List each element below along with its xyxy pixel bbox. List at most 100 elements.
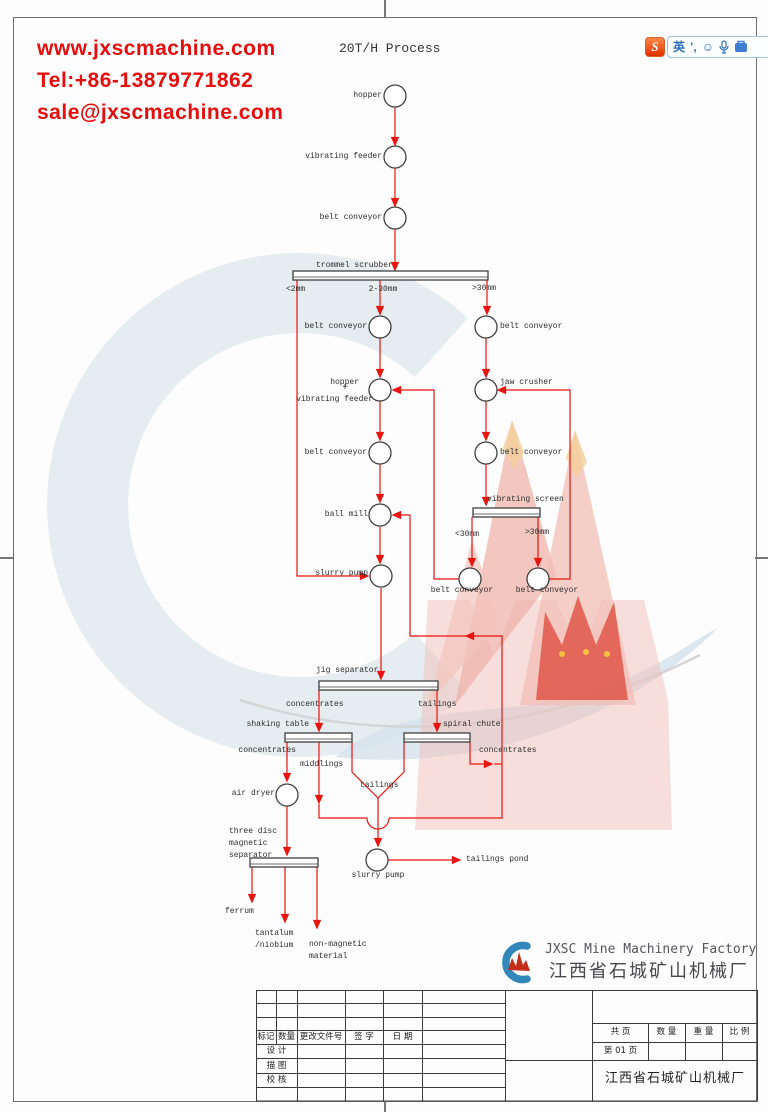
crown-dot <box>583 649 589 655</box>
label-vibrating-feeder2: vibrating feeder <box>296 395 373 404</box>
microphone-icon[interactable] <box>719 39 729 55</box>
tb-change-doc: 更改文件号 <box>299 1032 343 1042</box>
label-ferrum: ferrum <box>225 907 254 916</box>
jxsc-logo-icon <box>502 941 531 984</box>
flow-spiral-conc <box>469 742 494 769</box>
watermark-c-ring <box>47 253 469 758</box>
label-trommel-scrubber: trommel scrubber <box>316 261 393 270</box>
label-concentrates: concentrates <box>238 746 296 755</box>
ime-language-toggle[interactable]: 英 <box>673 40 686 54</box>
label-magnetic: magnetic <box>229 839 268 848</box>
tb-weight: 重 量 <box>693 1027 714 1037</box>
toolbox-icon[interactable] <box>734 40 748 54</box>
flow-lt2mm-to-slurry <box>296 280 370 581</box>
crown-dot <box>559 651 565 657</box>
crown-dot <box>604 651 610 657</box>
jaw-crusher-node <box>474 378 498 402</box>
label-shaking-table: shaking table <box>246 720 309 729</box>
belt-conveyor-node <box>458 567 482 591</box>
contact-info: www.jxscmachine.com Tel:+86-13879771862 … <box>37 33 283 129</box>
logo-name-en: JXSC Mine Machinery Factory <box>545 942 757 957</box>
centering-mark-right <box>755 557 768 559</box>
label-niobium: /niobium <box>255 941 294 950</box>
contact-website: www.jxscmachine.com <box>37 37 276 60</box>
label-size-gt30mm: >30mm <box>472 284 497 293</box>
label-belt-conveyor: belt conveyor <box>430 586 494 595</box>
watermark-crown-red <box>536 596 628 700</box>
ime-pill: 英 ’, ☺ <box>667 36 768 58</box>
centering-mark-left <box>0 557 13 559</box>
logo-name-cn: 江西省石城矿山机械厂 <box>549 961 749 982</box>
watermark-peak-tip-1 <box>503 420 524 470</box>
title-block: 标记 数量 更改文件号 签 字 日 期 设 计 描 图 校 核 共 页 数 量 … <box>256 990 758 1102</box>
flow-middlings-horizontal <box>318 804 367 819</box>
label-tailings: tailings <box>418 700 457 709</box>
label-spiral-chute: spiral chute <box>443 720 501 729</box>
bar-inner-line <box>250 276 540 865</box>
vibrating-feeder-node <box>383 145 407 169</box>
tb-sign: 签 字 <box>354 1032 374 1042</box>
label-material: material <box>309 952 348 961</box>
flow-lt30-recycle-to-hvf <box>391 385 459 580</box>
label-belt-conveyor: belt conveyor <box>304 322 367 331</box>
vibrating-screen-bar <box>472 507 541 518</box>
flow-tailings-v-right <box>377 742 405 799</box>
label-slurry-pump: slurry pump <box>351 871 405 880</box>
label-tantalum: tantalum <box>255 929 294 938</box>
label-middlings: middlings <box>300 760 344 769</box>
flow-recycle-to-ballmill <box>389 510 503 819</box>
label-belt-conveyor: belt conveyor <box>515 586 579 595</box>
tb-qty2: 数 量 <box>656 1027 677 1037</box>
label-concentrates: concentrates <box>286 700 344 709</box>
belt-conveyor-node <box>474 315 498 339</box>
hopper-node <box>383 84 407 108</box>
label-belt-conveyor: belt conveyor <box>500 322 563 331</box>
tb-scale: 比 例 <box>729 1027 750 1037</box>
label-concentrates: concentrates <box>479 746 537 755</box>
belt-conveyor-node <box>368 441 392 465</box>
label-tailings-pond: tailings pond <box>466 855 529 864</box>
label-plus: + <box>342 383 349 394</box>
sogou-logo-icon[interactable]: S <box>645 37 665 57</box>
label-belt-conveyor: belt conveyor <box>304 448 367 457</box>
hopper-vibrating-feeder-node <box>368 378 392 402</box>
tb-trace: 描 图 <box>266 1061 287 1071</box>
label-size-lt2mm: <2mm <box>286 285 306 294</box>
air-dryer-node <box>275 783 299 807</box>
tb-design: 设 计 <box>266 1046 287 1056</box>
label-non-magnetic: non-magnetic <box>309 940 367 949</box>
tb-page-no: 第 01 页 <box>603 1046 638 1056</box>
spiral-chute-bar <box>403 732 471 743</box>
centering-mark-top <box>384 0 386 17</box>
flow-tailings-v-left <box>351 742 379 799</box>
tb-total-pages: 共 页 <box>610 1027 631 1037</box>
tb-mark: 标记 <box>257 1032 275 1042</box>
jig-separator-bar <box>318 680 439 691</box>
label-air-dryer: air dryer <box>231 789 275 798</box>
label-three-disc: three disc <box>229 827 278 836</box>
label-size-gt30mm2: >30mm <box>525 528 550 537</box>
belt-conveyor-node <box>368 315 392 339</box>
shaking-table-bar <box>284 732 353 743</box>
label-tailings: tailings <box>360 781 399 790</box>
slurry-pump-node <box>365 848 389 872</box>
ime-punctuation-toggle[interactable]: ’, <box>690 40 697 54</box>
belt-conveyor-node <box>526 567 550 591</box>
label-jaw-crusher: jaw crusher <box>500 378 553 387</box>
label-separator: separator <box>229 851 273 860</box>
slurry-pump-node <box>369 564 393 588</box>
label-size-2-30mm: 2-30mm <box>368 285 398 294</box>
ime-toolbar: S 英 ’, ☺ <box>645 36 768 58</box>
centering-mark-bottom <box>384 1101 386 1112</box>
watermark-peak-3 <box>428 540 500 705</box>
tb-factory-name: 江西省石城矿山机械厂 <box>604 1071 745 1086</box>
label-belt-conveyor: belt conveyor <box>319 213 382 222</box>
watermark-peak-tip-2 <box>566 430 587 478</box>
emoji-icon[interactable]: ☺ <box>701 40 714 54</box>
label-hopper: hopper <box>353 91 382 100</box>
tb-date: 日 期 <box>392 1032 413 1042</box>
ball-mill-node <box>368 503 392 527</box>
